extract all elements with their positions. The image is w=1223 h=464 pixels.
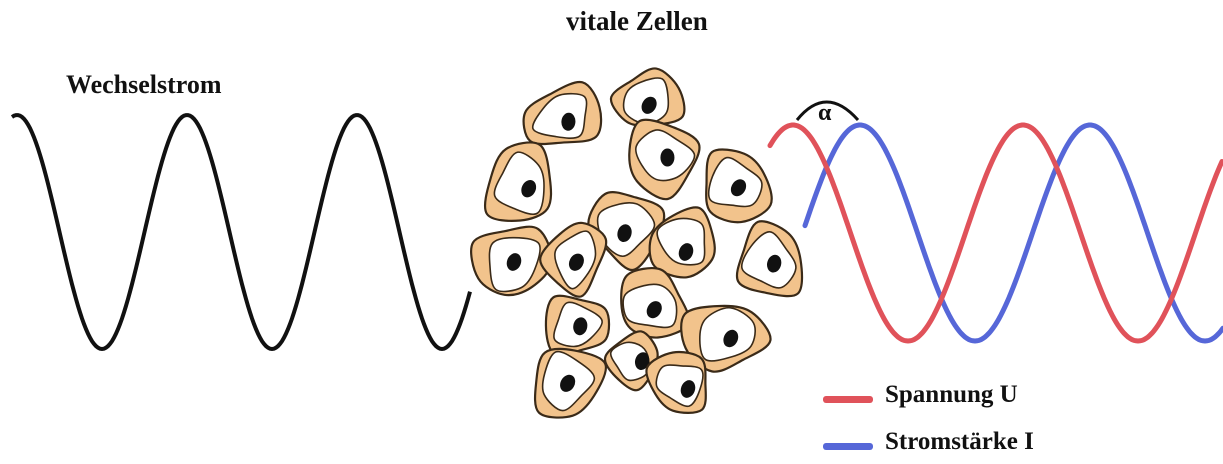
cell xyxy=(646,352,705,413)
cell-cluster xyxy=(471,62,804,425)
phase-waves-group xyxy=(770,125,1223,341)
cell xyxy=(696,146,780,229)
legend-voltage-label: Spannung U xyxy=(885,381,1018,409)
cell xyxy=(530,345,608,425)
cells-title: vitale Zellen xyxy=(566,6,708,37)
cell xyxy=(540,288,613,357)
alternating-current-label: Wechselstrom xyxy=(66,70,222,100)
ac-sine-wave xyxy=(12,115,470,349)
phase-angle-label: α xyxy=(818,100,831,127)
legend-voltage-swatch xyxy=(823,396,873,403)
cell xyxy=(536,218,609,300)
cell xyxy=(484,139,556,224)
cell xyxy=(732,218,804,300)
ac-wave-group xyxy=(12,115,470,349)
current-wave xyxy=(805,125,1223,341)
voltage-wave xyxy=(770,125,1222,341)
legend-current-swatch xyxy=(823,443,873,450)
legend-current-label: Stromstärke I xyxy=(885,428,1034,456)
cell-nucleus xyxy=(660,149,674,167)
